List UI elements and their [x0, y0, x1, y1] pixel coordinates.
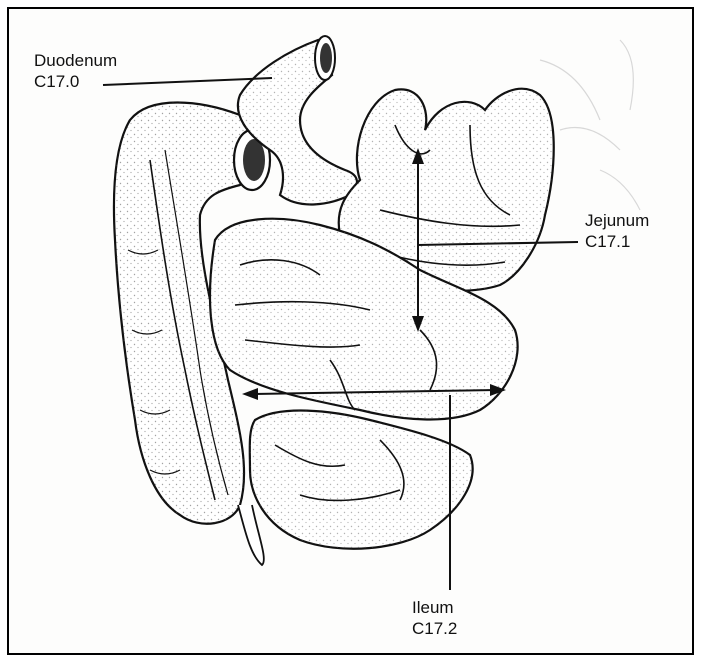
duodenum-leader-line — [103, 78, 272, 85]
jejunum-label: Jejunum C17.1 — [585, 210, 649, 252]
ileum-code: C17.2 — [412, 618, 457, 639]
background-sketch — [540, 40, 640, 210]
duodenum-name: Duodenum — [34, 50, 117, 71]
ileum-name: Ileum — [412, 597, 457, 618]
jejunum-name: Jejunum — [585, 210, 649, 231]
jejunum-code: C17.1 — [585, 231, 649, 252]
horizontal-arrow-head-left — [242, 388, 258, 400]
ileum-loops — [250, 411, 473, 549]
duodenum-code: C17.0 — [34, 71, 117, 92]
ileum-label: Ileum C17.2 — [412, 597, 457, 639]
duodenum-label: Duodenum C17.0 — [34, 50, 117, 92]
